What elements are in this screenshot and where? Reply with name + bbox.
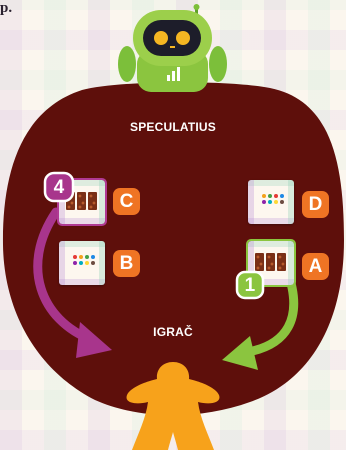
- step-badge-4: 4: [43, 171, 75, 203]
- card-b-dots: [73, 255, 95, 265]
- robot-icon: [118, 4, 227, 92]
- step-badge-4-shape: [43, 171, 75, 203]
- step-badge-1-shape: [235, 270, 265, 300]
- card-d[interactable]: [248, 180, 294, 224]
- step-badge-1: 1: [235, 270, 265, 300]
- card-a-tiles: [255, 253, 286, 271]
- card-b-letter: B: [113, 250, 140, 277]
- card-c-tiles: [66, 192, 97, 210]
- step-badge-1-number: 1: [244, 275, 256, 296]
- player-label: IGRAČ: [153, 325, 193, 339]
- card-d-dots: [262, 194, 284, 204]
- corner-text: p.: [0, 0, 13, 16]
- card-b[interactable]: [59, 241, 105, 285]
- opponent-label: SPECULATIUS: [130, 120, 216, 134]
- step-badge-4-number: 4: [53, 177, 65, 198]
- card-d-letter: D: [302, 191, 329, 218]
- card-a-letter: A: [302, 253, 329, 280]
- card-c-letter: C: [113, 188, 140, 215]
- meeple-icon: [126, 362, 220, 450]
